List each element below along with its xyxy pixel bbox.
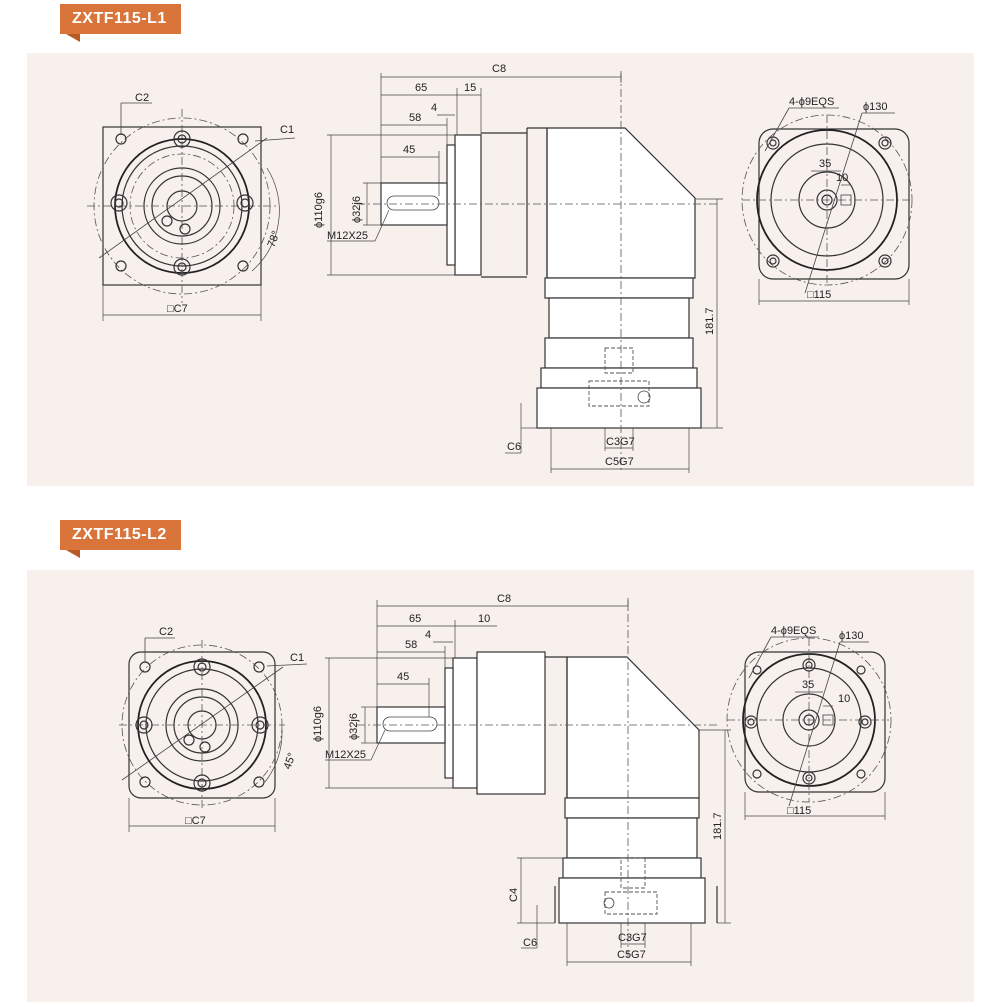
side-c4-label: C4	[508, 888, 520, 902]
side-181-label: 181.7	[704, 307, 716, 335]
front-angle-label: 78°	[266, 229, 283, 249]
gear-housing	[527, 127, 696, 279]
section-title-l1: ZXTF115-L1	[60, 4, 181, 42]
back-sq-label: □115	[807, 289, 831, 301]
front-view-l1: C2 C1 78° □C7	[87, 92, 296, 321]
side-c5-label: C5G7	[605, 456, 634, 468]
front-view-l2: C2 C1 45° □C7	[119, 626, 308, 832]
side-thread-label: M12X25	[325, 749, 366, 761]
front-c2-label: C2	[135, 92, 149, 104]
side-c8-label: C8	[497, 593, 511, 605]
drawing-l1: C2 C1 78° □C7 C8	[87, 63, 913, 473]
drawing-panel-l2: C2 C1 45° □C7 C8 65	[27, 570, 974, 1002]
side-c6-label: C6	[507, 441, 521, 453]
back-35-label: 35	[819, 158, 831, 170]
back-d130-label: ϕ130	[839, 630, 864, 642]
output-flange	[536, 387, 702, 429]
side-c6-label: C6	[523, 937, 537, 949]
drawing-panel-l1: C2 C1 78° □C7 C8	[27, 53, 974, 486]
side-45-label: 45	[397, 671, 409, 683]
side-view-l1: C8 65 15 4 58 45 ϕ110g6 ϕ32j6 M12X25 181…	[313, 63, 723, 473]
back-sq-label: □115	[787, 805, 811, 817]
section-title-l2: ZXTF115-L2	[60, 520, 181, 558]
front-c1-label: C1	[280, 124, 294, 136]
side-58-label: 58	[409, 112, 421, 124]
side-view-l2: C8 65 10 4 58 45 ϕ110g6 ϕ32j6 M12X25 181…	[312, 593, 731, 966]
side-45-label: 45	[403, 144, 415, 156]
side-c5-label: C5G7	[617, 949, 646, 961]
side-d32-label: ϕ32j6	[348, 713, 360, 740]
back-10-label: 10	[838, 693, 850, 705]
back-view-l1: 4-ϕ9EQS ϕ130 35 10 □115	[741, 96, 913, 305]
side-thread-label: M12X25	[327, 230, 368, 242]
side-c3-label: C3G7	[606, 436, 635, 448]
side-15-label: 15	[464, 82, 476, 94]
side-10-label: 10	[478, 613, 490, 625]
drawing-l2: C2 C1 45° □C7 C8 65	[119, 593, 892, 966]
back-holes-label: 4-ϕ9EQS	[771, 625, 816, 637]
front-c2-label: C2	[159, 626, 173, 638]
front-square-label: □C7	[167, 303, 188, 315]
back-flange-square	[758, 128, 910, 280]
section-title-text: ZXTF115-L2	[72, 526, 167, 543]
side-c8-label: C8	[492, 63, 506, 75]
section-title-text: ZXTF115-L1	[72, 10, 167, 27]
side-4-label: 4	[425, 629, 431, 641]
side-d110-label: ϕ110g6	[313, 192, 325, 228]
back-holes-label: 4-ϕ9EQS	[789, 96, 834, 108]
back-view-l2: 4-ϕ9EQS ϕ130 35 10 □115	[726, 625, 892, 820]
side-4-label: 4	[431, 102, 437, 114]
side-65-label: 65	[415, 82, 427, 94]
back-35-label: 35	[802, 679, 814, 691]
side-d32-label: ϕ32j6	[351, 196, 363, 223]
front-square-label: □C7	[185, 815, 206, 827]
side-65-label: 65	[409, 613, 421, 625]
back-d130-label: ϕ130	[863, 101, 888, 113]
side-181-label: 181.7	[712, 812, 724, 840]
front-c1-label: C1	[290, 652, 304, 664]
front-angle-label: 45°	[282, 751, 299, 771]
side-58-label: 58	[405, 639, 417, 651]
side-d110-label: ϕ110g6	[312, 706, 324, 742]
side-c3-label: C3G7	[618, 932, 647, 944]
back-10-label: 10	[836, 172, 848, 184]
